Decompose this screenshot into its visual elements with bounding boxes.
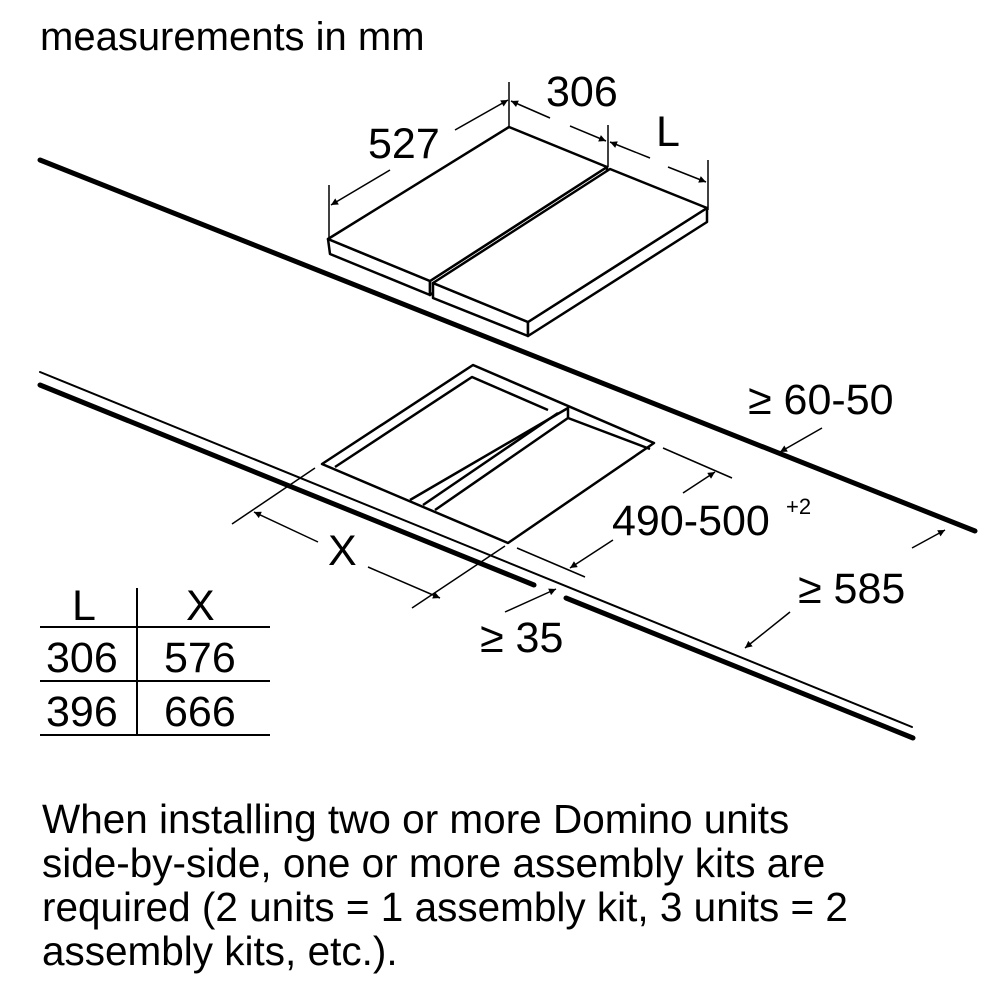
note-line: side-by-side, one or more assembly kits … (42, 840, 826, 886)
table-cell: 396 (46, 688, 118, 736)
assembly-kit-note: When installing two or more Domino units… (42, 797, 992, 973)
dimension-tolerance: +2 (786, 494, 811, 519)
dimension-306: 306 (546, 68, 618, 116)
dimension-back-offset: ≥ 60-50 (748, 376, 894, 424)
dimension-490-500: 490-500 (612, 497, 770, 545)
table-cell: 306 (46, 634, 118, 682)
domino-unit-right (431, 167, 709, 338)
cutout-outline (320, 363, 656, 545)
dimension-L: L (656, 108, 680, 156)
countertop-back-edge (37, 157, 978, 534)
table-cell: 576 (164, 634, 236, 682)
table-header-X: X (186, 582, 215, 630)
note-line: required (2 units = 1 assembly kit, 3 un… (42, 884, 848, 930)
table-header-L: L (72, 582, 96, 630)
dimension-527: 527 (368, 120, 440, 168)
title: measurements in mm (40, 15, 425, 59)
dimension-countertop-depth: ≥ 585 (798, 565, 905, 613)
countertop-lines (37, 157, 978, 741)
table-cell: 666 (164, 688, 236, 736)
size-table: L X 306 576 396 666 (40, 582, 270, 736)
note-line: When installing two or more Domino units (42, 796, 790, 842)
dimension-lines (231, 82, 946, 649)
countertop-front-edge-right (563, 595, 916, 741)
cutout (320, 363, 656, 545)
domino-units (326, 125, 709, 338)
note-line: assembly kits, etc.). (42, 928, 398, 974)
cutout-divider (409, 406, 570, 512)
cutout-inner-left (334, 375, 549, 469)
dimension-front-offset: ≥ 35 (480, 614, 563, 662)
dimension-X: X (328, 527, 357, 575)
countertop-front-edge-top (39, 371, 913, 728)
countertop-front-edge-left (37, 382, 537, 588)
